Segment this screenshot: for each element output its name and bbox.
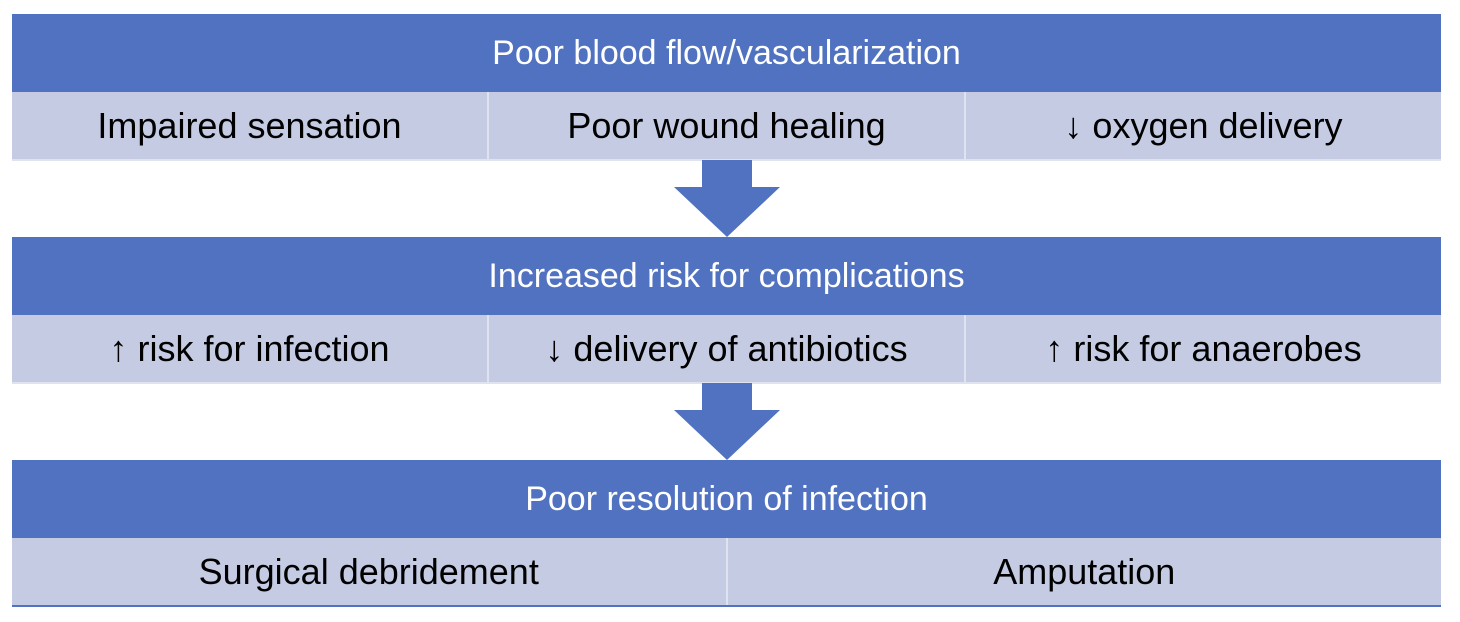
- arrow-down-icon: [674, 160, 780, 237]
- block-1-item: Impaired sensation: [97, 104, 402, 146]
- block-complications: Increased risk for complications ↑ risk …: [12, 237, 1441, 384]
- block-1-header: Poor blood flow/vascularization: [12, 14, 1441, 92]
- block-3-header: Poor resolution of infection: [12, 460, 1441, 538]
- block-2-item: ↑ risk for infection: [109, 327, 390, 369]
- block-3-item: Amputation: [725, 538, 1442, 605]
- arrow-down-icon: [674, 383, 780, 460]
- block-3-item: Surgical debridement: [198, 550, 539, 592]
- block-2-item: ↑ risk for anaerobes: [964, 315, 1441, 382]
- block-1-item: ↓ oxygen delivery: [964, 92, 1441, 159]
- block-3-row: Surgical debridement Amputation: [12, 538, 1441, 605]
- block-resolution: Poor resolution of infection Surgical de…: [12, 460, 1441, 607]
- block-2-row: ↑ risk for infection ↓ delivery of antib…: [12, 315, 1441, 382]
- block-2-header: Increased risk for complications: [12, 237, 1441, 315]
- block-1-row: Impaired sensation Poor wound healing ↓ …: [12, 92, 1441, 159]
- block-blood-flow: Poor blood flow/vascularization Impaired…: [12, 14, 1441, 161]
- block-3-divider: [12, 605, 1441, 607]
- block-2-item: ↓ delivery of antibiotics: [487, 315, 964, 382]
- block-1-item: Poor wound healing: [487, 92, 964, 159]
